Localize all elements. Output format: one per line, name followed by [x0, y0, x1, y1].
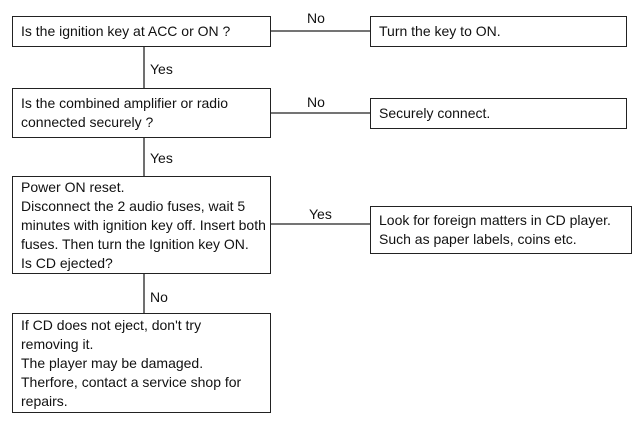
- action-box-securely-connect: Securely connect.: [370, 98, 627, 129]
- final-text-line: Therfore, contact a service shop for: [21, 373, 242, 390]
- final-text-line: If CD does not eject, don't try: [21, 316, 202, 333]
- branch-label-yes: Yes: [309, 206, 332, 222]
- final-text-line: repairs.: [21, 392, 68, 409]
- decision-box-power-reset: Power ON reset. Disconnect the 2 audio f…: [12, 176, 271, 274]
- decision-text-line: Power ON reset.: [21, 178, 125, 195]
- action-text-line: Securely connect.: [379, 105, 491, 121]
- decision-box-ignition: Is the ignition key at ACC or ON ?: [12, 16, 271, 47]
- decision-text-line: Disconnect the 2 audio fuses, wait 5: [21, 197, 246, 214]
- decision-text-line: connected securely ?: [21, 114, 154, 130]
- decision-text-line: Is the combined amplifier or radio: [21, 95, 228, 111]
- branch-label-no: No: [307, 94, 325, 110]
- branch-label-no: No: [307, 10, 325, 26]
- action-box-foreign-matters: Look for foreign matters in CD player. S…: [370, 206, 632, 254]
- action-text-line: Look for foreign matters in CD player.: [379, 212, 611, 228]
- decision-text-line: Is CD ejected?: [21, 254, 113, 271]
- decision-text-line: fuses. Then turn the Ignition key ON.: [21, 235, 249, 252]
- action-box-turn-key: Turn the key to ON.: [370, 16, 627, 47]
- action-text-line: Turn the key to ON.: [379, 23, 501, 39]
- decision-text-line: Is the ignition key at ACC or ON ?: [21, 23, 231, 39]
- flow-label-yes: Yes: [150, 150, 173, 166]
- final-box-contact-service: If CD does not eject, don't try removing…: [12, 313, 271, 413]
- decision-box-amplifier: Is the combined amplifier or radio conne…: [12, 88, 271, 138]
- decision-text-line: minutes with ignition key off. Insert bo…: [21, 216, 266, 233]
- flow-label-yes: Yes: [150, 61, 173, 77]
- flow-label-no: No: [150, 289, 168, 305]
- final-text-line: removing it.: [21, 335, 94, 352]
- action-text-line: Such as paper labels, coins etc.: [379, 231, 577, 247]
- final-text-line: The player may be damaged.: [21, 354, 204, 371]
